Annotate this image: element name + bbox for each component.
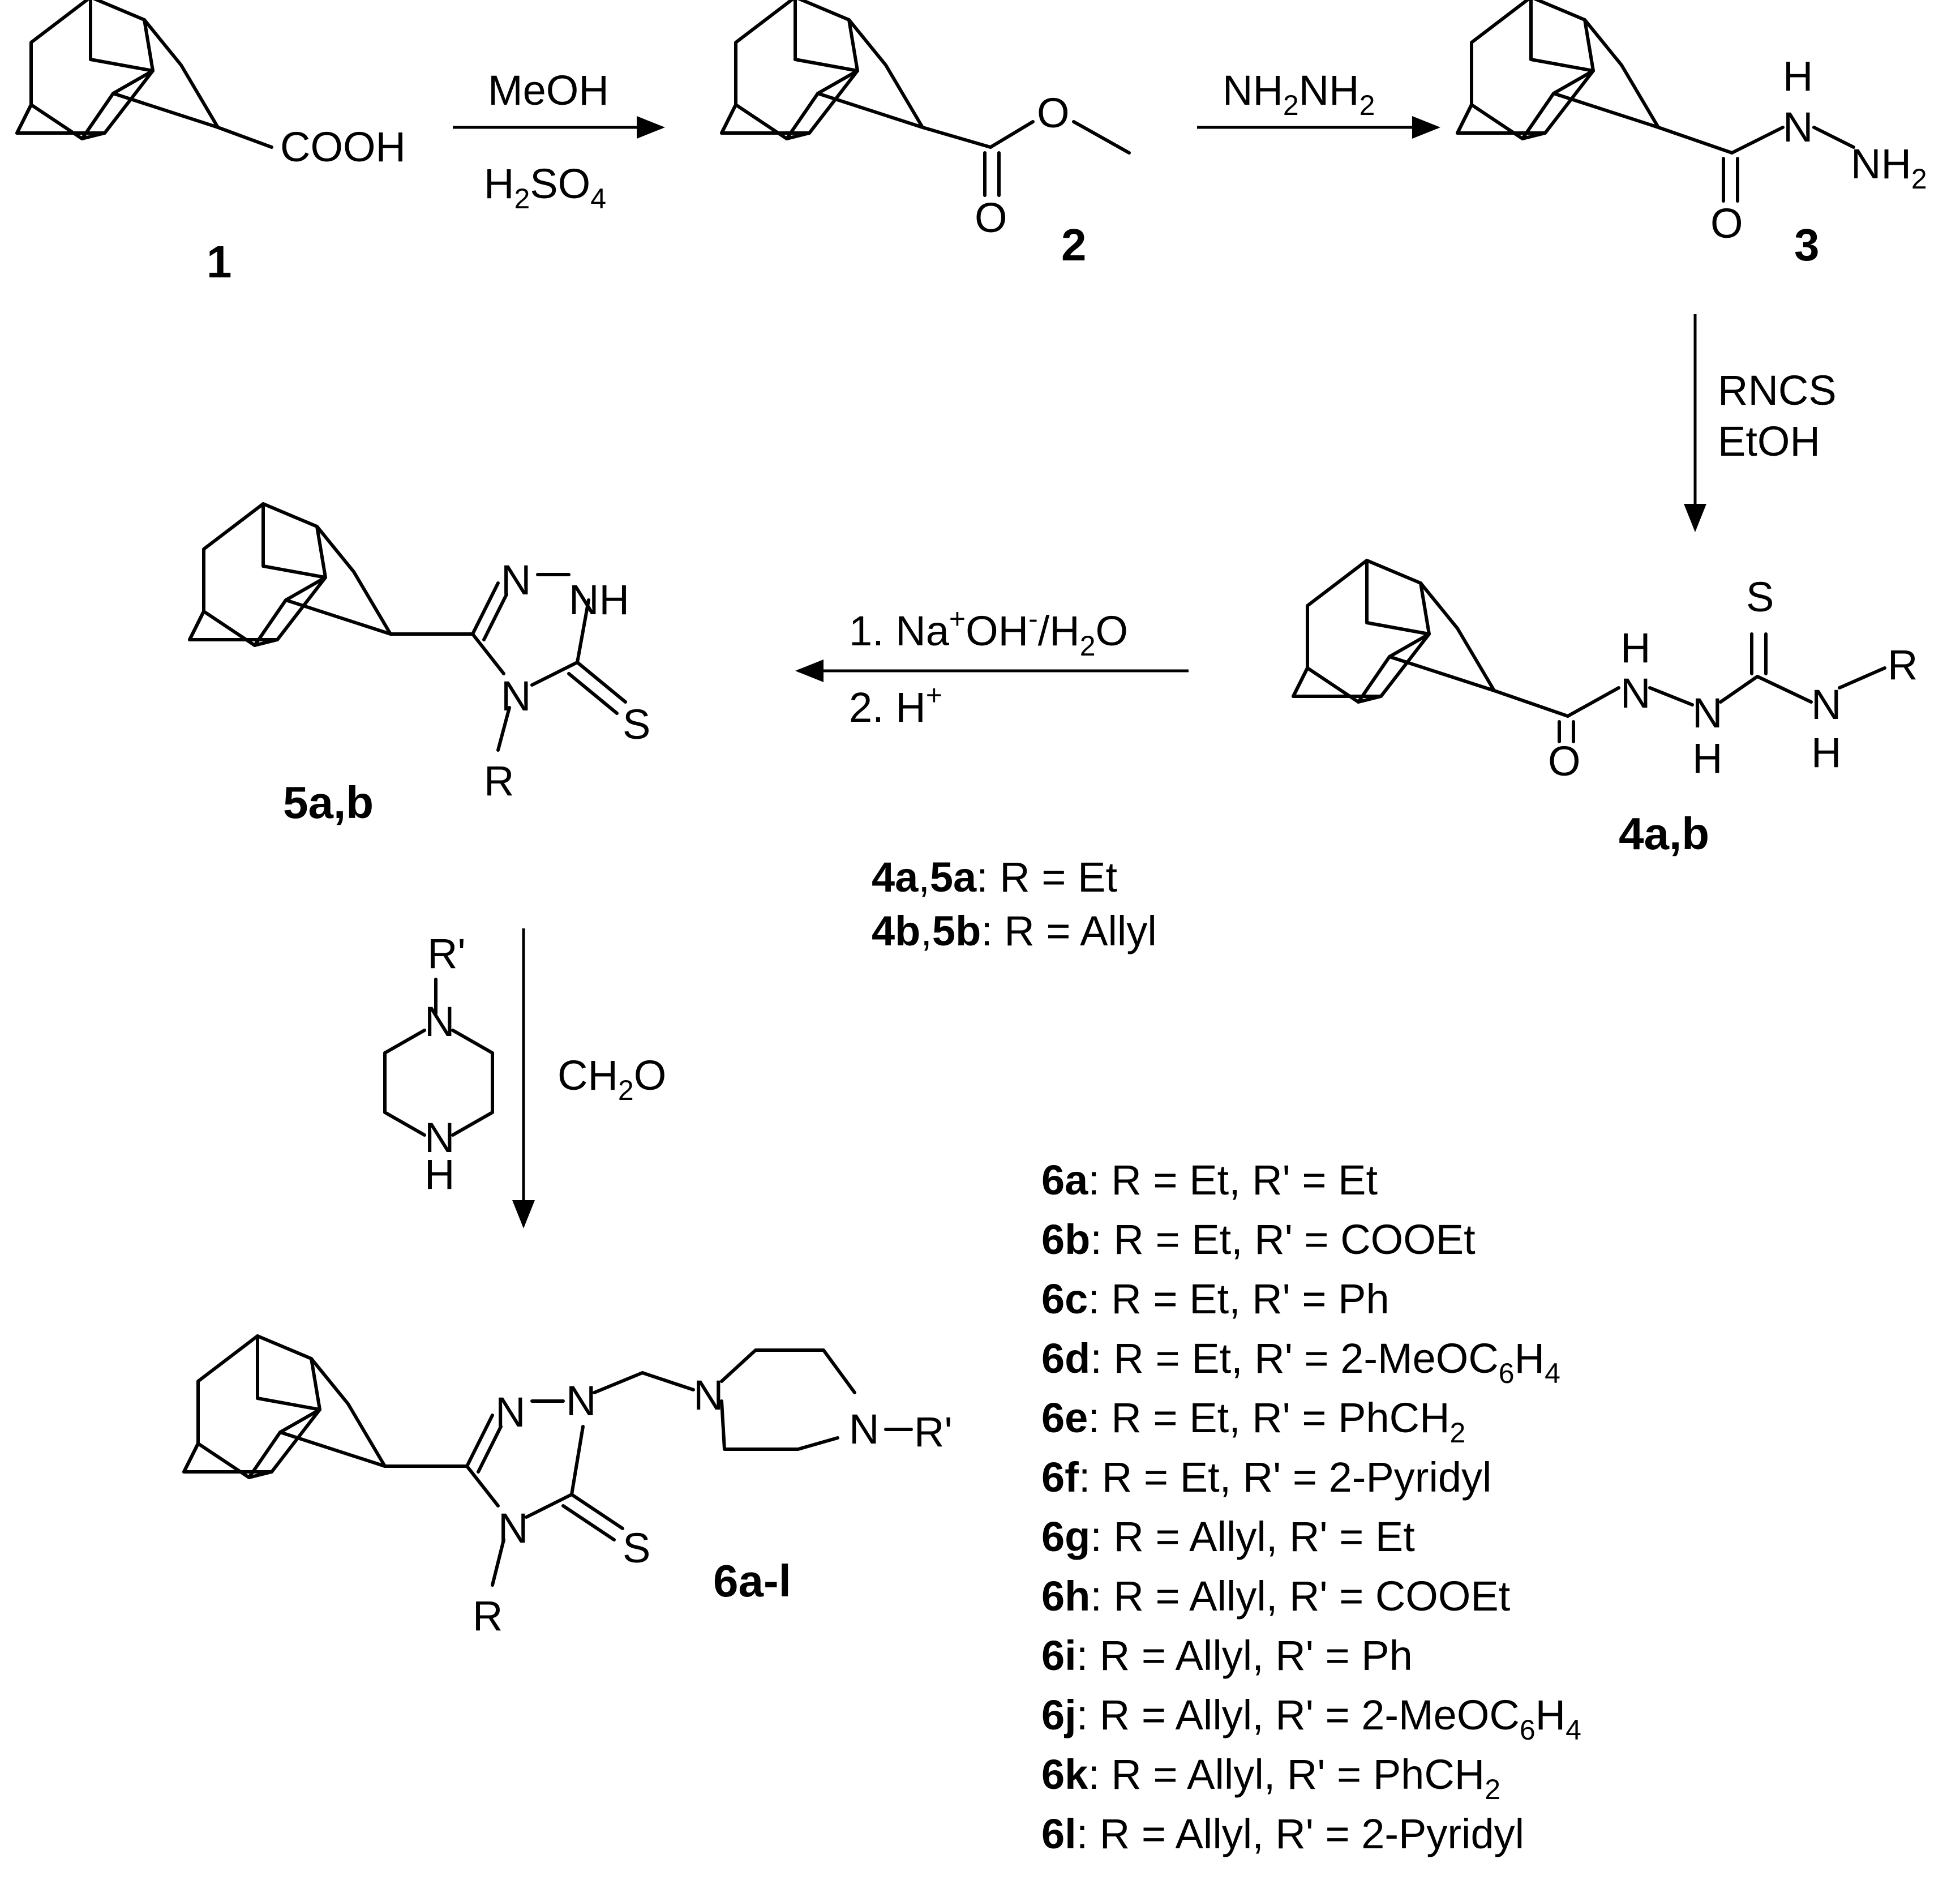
step3-arrow-group: RNCS EtOH: [1684, 314, 1837, 532]
step1-reagent-bottom: H2SO4: [484, 160, 606, 215]
r-label: R: [1888, 641, 1918, 688]
step3-reagent-line1: RNCS: [1718, 367, 1837, 414]
n4-label: N: [498, 1505, 528, 1552]
compound-6-label: 6a-l: [713, 1556, 791, 1606]
step5-arrow-group: CH2O R' N N H: [383, 928, 666, 1228]
step5-reagent: CH2O: [557, 1052, 666, 1106]
piperazine-n1-label: N: [693, 1372, 723, 1419]
n2-h-label: H: [1692, 735, 1722, 782]
product-substituent-list: 6a: R = Et, R' = Et 6b: R = Et, R' = COO…: [1041, 1157, 1581, 1857]
n1-h-label: H: [1620, 624, 1650, 671]
step1-reagent-top: MeOH: [488, 67, 609, 114]
hydrazide-n-label: N: [1783, 104, 1813, 151]
step4-reagent-line1: 1. Na+OH-/H2O: [849, 603, 1128, 662]
ester-oxygen-label: O: [1037, 89, 1070, 136]
product-row: 6k: R = Allyl, R' = PhCH2: [1041, 1751, 1500, 1805]
r-label: R: [473, 1592, 503, 1639]
thione-s-label: S: [623, 701, 650, 748]
compound-6-structure: N N N S R N N R' 6a-l: [184, 1336, 953, 1639]
compound-3-label: 3: [1794, 220, 1820, 270]
thione-s-label: S: [1746, 573, 1774, 620]
nh-label: NH: [569, 576, 629, 623]
thione-s-label: S: [623, 1524, 650, 1571]
r-label: R: [484, 757, 514, 804]
product-row: 6l: R = Allyl, R' = 2-Pyridyl: [1041, 1810, 1524, 1857]
compound-4-structure: N H N H S N H R O 4a,b: [1293, 560, 1918, 859]
product-row: 6h: R = Allyl, R' = COOEt: [1041, 1573, 1511, 1620]
compound-3-structure: N H NH2 O 3: [1457, 0, 1927, 270]
compound-1-structure: COOH 1: [17, 0, 406, 287]
r-definition-row: 4b,5b: R = Allyl: [872, 907, 1157, 954]
product-row: 6b: R = Et, R' = COOEt: [1041, 1216, 1476, 1263]
hydrazide-h-label: H: [1783, 53, 1813, 100]
carboxyl-label: COOH: [280, 123, 406, 170]
amino-label: NH2: [1851, 140, 1927, 195]
piperazine-reagent: R' N N H: [383, 930, 494, 1198]
product-row: 6c: R = Et, R' = Ph: [1041, 1275, 1389, 1322]
step3-reagent-line2: EtOH: [1718, 418, 1820, 465]
step4-arrow-group: 1. Na+OH-/H2O 2. H+: [795, 603, 1189, 731]
n-label: N: [424, 998, 454, 1045]
n2-label: N: [566, 1377, 596, 1424]
step2-reagent: NH2NH2: [1223, 67, 1375, 121]
step4-reagent-line2: 2. H+: [849, 679, 942, 731]
product-row: 6a: R = Et, R' = Et: [1041, 1157, 1378, 1204]
n1-label: N: [495, 1389, 525, 1436]
product-row: 6f: R = Et, R' = 2-Pyridyl: [1041, 1454, 1491, 1501]
carbonyl-oxygen-label: O: [1548, 738, 1581, 785]
piperazine-n4-label: N: [849, 1406, 879, 1453]
step1-arrow-group: MeOH H2SO4: [453, 67, 665, 215]
n1-label: N: [501, 556, 531, 603]
product-row: 6d: R = Et, R' = 2-MeOC6H4: [1041, 1335, 1560, 1389]
compound-4-label: 4a,b: [1619, 808, 1709, 859]
compound-5-structure: N NH N S R 5a,b: [190, 504, 650, 828]
r-definitions: 4a,5a: R = Et 4b,5b: R = Allyl: [872, 854, 1157, 954]
compound-5-label: 5a,b: [283, 777, 374, 828]
product-row: 6j: R = Allyl, R' = 2-MeOC6H4: [1041, 1691, 1581, 1746]
n3-label: N: [1811, 681, 1841, 728]
n-label: N: [424, 1114, 454, 1161]
step2-arrow-group: NH2NH2: [1197, 67, 1440, 139]
compound-1-label: 1: [207, 237, 232, 287]
compound-2-structure: O O 2: [722, 0, 1131, 270]
carbonyl-oxygen-label: O: [1710, 200, 1743, 247]
product-row: 6g: R = Allyl, R' = Et: [1041, 1513, 1415, 1560]
n4-label: N: [501, 673, 531, 720]
carbonyl-oxygen-label: O: [975, 194, 1007, 241]
product-row: 6i: R = Allyl, R' = Ph: [1041, 1632, 1413, 1679]
product-row: 6e: R = Et, R' = PhCH2: [1041, 1394, 1465, 1449]
n1-label: N: [1620, 670, 1650, 717]
r-definition-row: 4a,5a: R = Et: [872, 854, 1117, 901]
rprime-label: R': [427, 930, 466, 977]
nh-h-label: H: [424, 1151, 454, 1198]
rprime-label: R': [914, 1408, 953, 1455]
n3-h-label: H: [1811, 729, 1841, 776]
n2-label: N: [1692, 690, 1722, 736]
compound-2-label: 2: [1061, 220, 1087, 270]
